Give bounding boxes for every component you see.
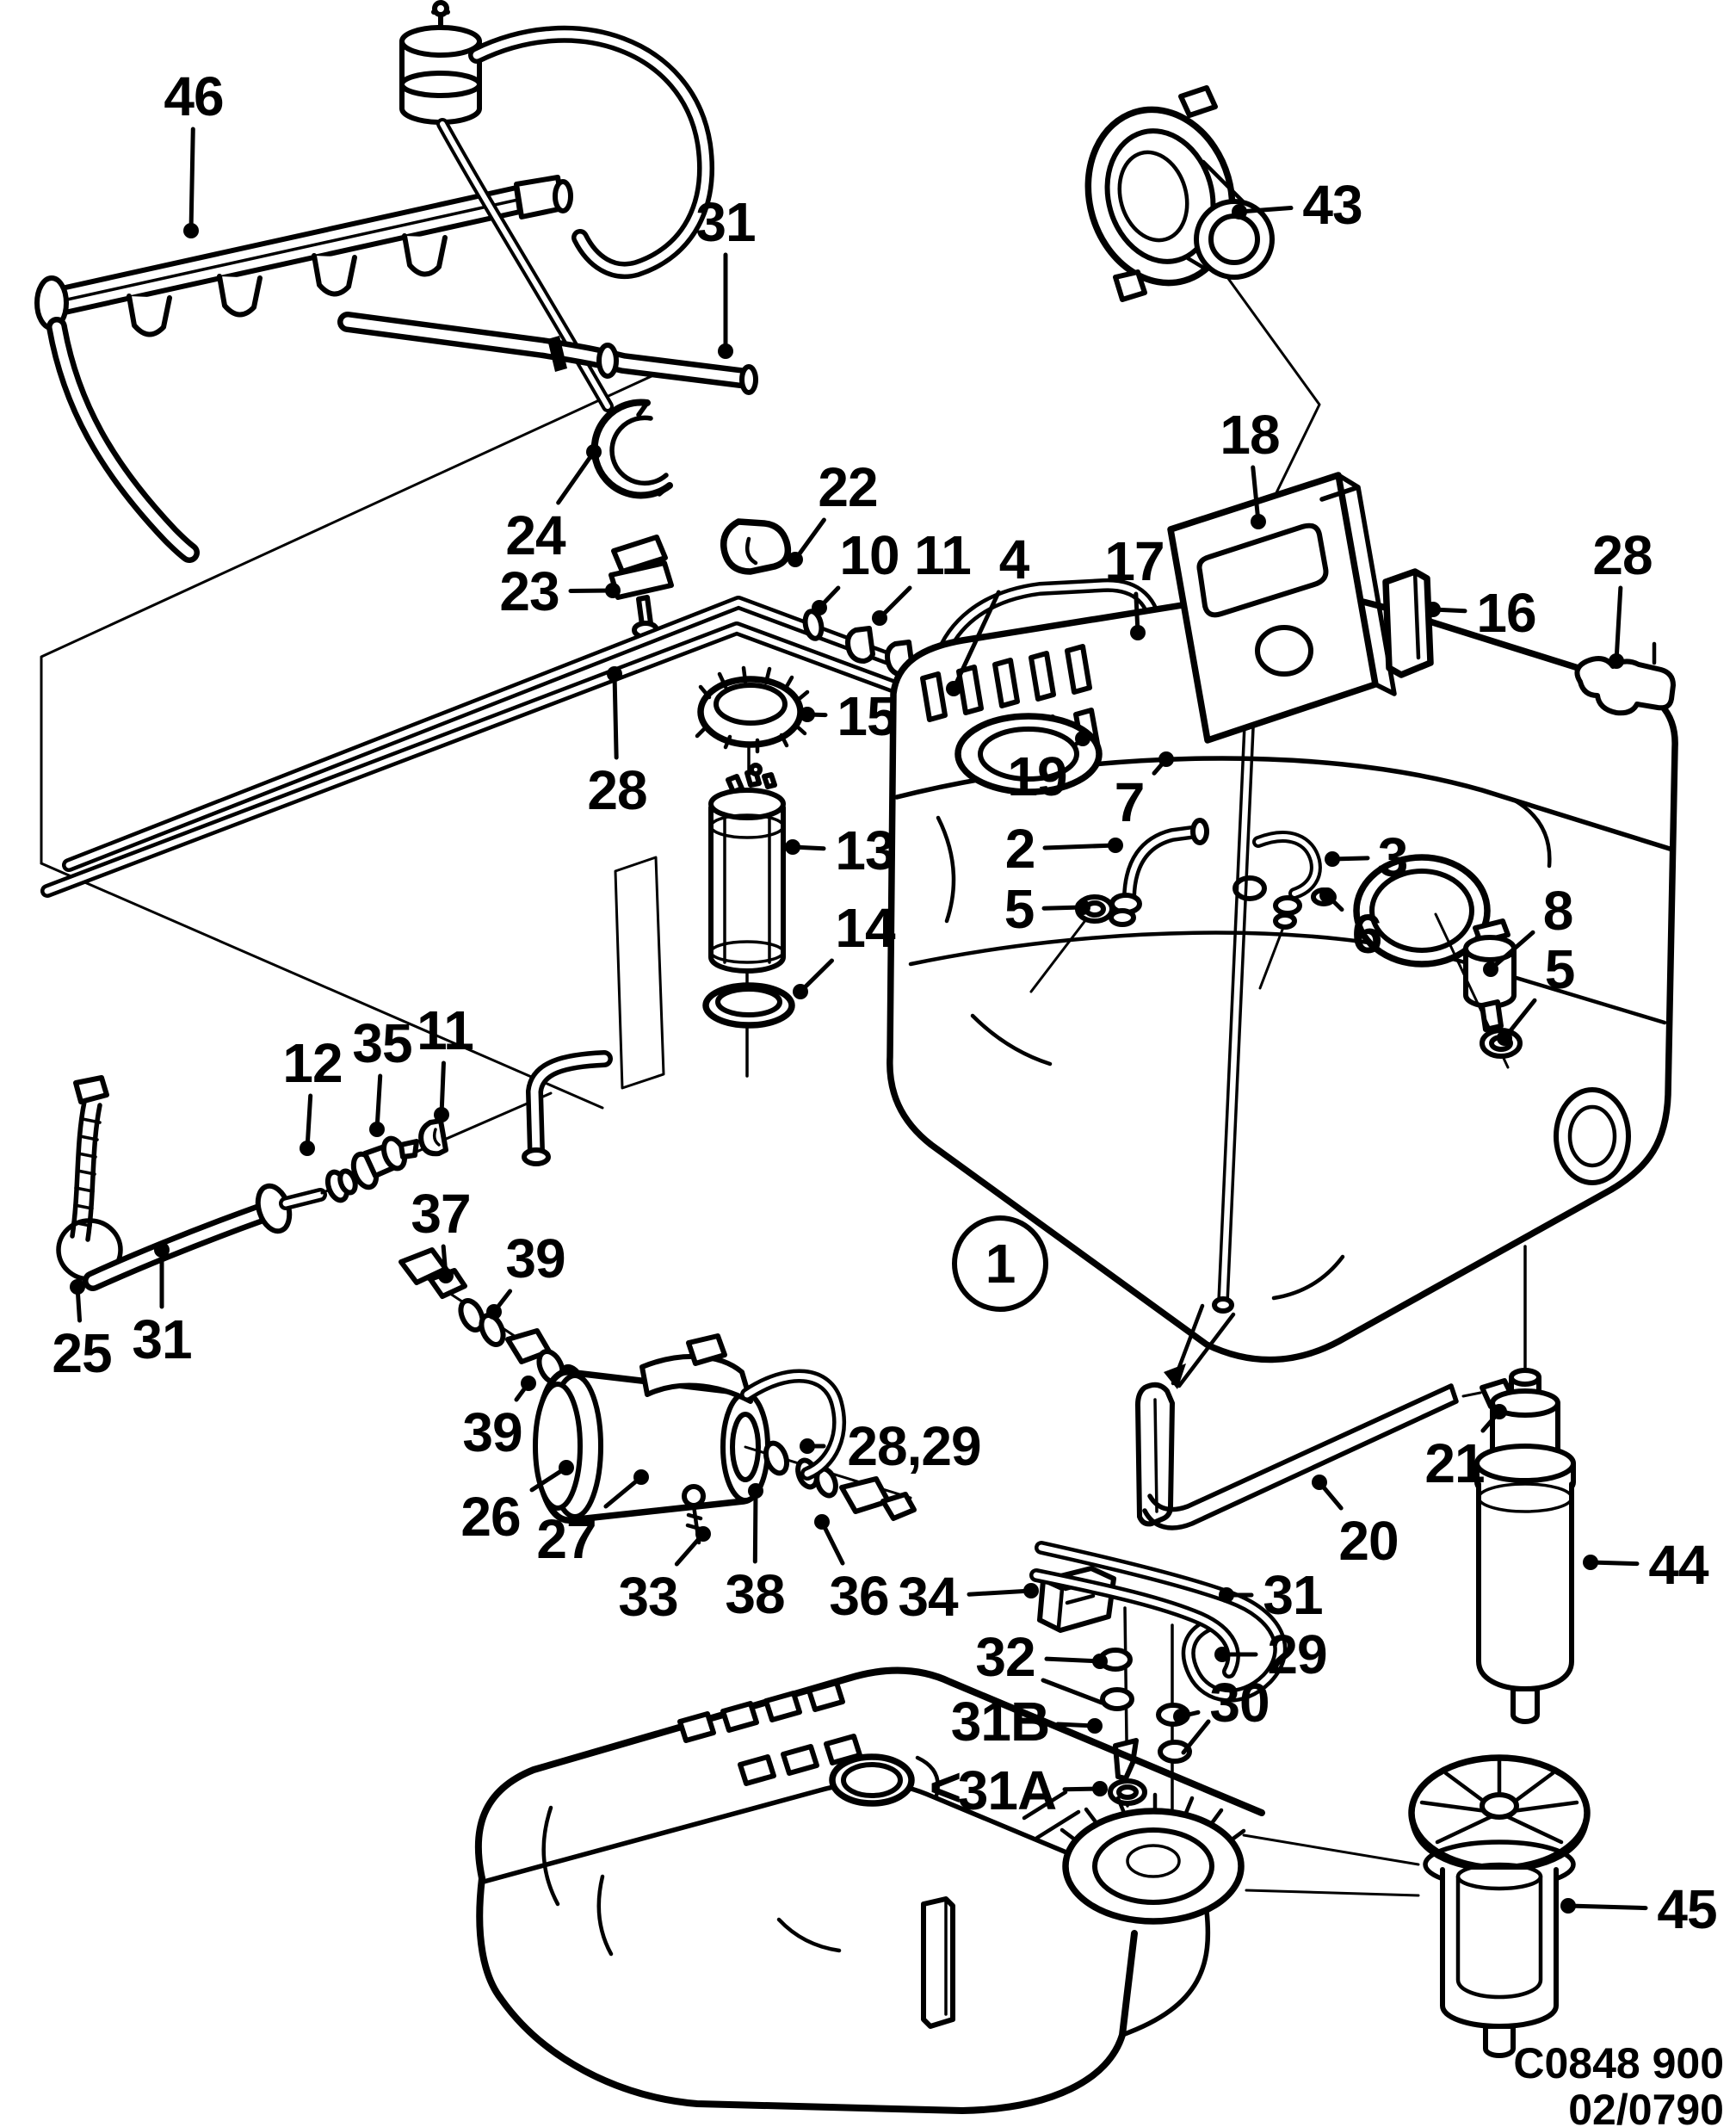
washer-12 xyxy=(324,1168,358,1203)
external-pump-44 xyxy=(1474,1245,1576,1724)
callout-arrow-31a: < xyxy=(929,1756,961,1818)
callout-35: 35 xyxy=(352,1012,412,1074)
elbow-hose-right xyxy=(522,1050,613,1166)
callout-11-left: 11 xyxy=(417,999,474,1061)
feed-hose-31 xyxy=(337,312,758,395)
callout-31B: 31B xyxy=(950,1691,1050,1753)
callout-22: 22 xyxy=(818,456,878,518)
callout-46: 46 xyxy=(164,65,224,127)
callout-15: 15 xyxy=(837,685,897,747)
callout-31A: 31A xyxy=(957,1759,1057,1821)
callout-24: 24 xyxy=(505,504,565,566)
callout-13: 13 xyxy=(835,819,895,881)
filler-housing-43 xyxy=(1084,85,1275,302)
callout-37: 37 xyxy=(411,1183,471,1245)
callout-3: 3 xyxy=(1377,826,1409,888)
callout-5-left: 5 xyxy=(1004,878,1035,940)
fuel-tank-lower xyxy=(474,1666,1420,2114)
callout-5-right: 5 xyxy=(1544,938,1576,1000)
callout-33: 33 xyxy=(618,1566,678,1628)
fuel-tank-1 xyxy=(887,589,1678,1389)
callout-11-top: 11 xyxy=(914,524,972,586)
elbow-2 xyxy=(1109,818,1209,927)
fuel-filter-26-27 xyxy=(533,1333,917,1545)
callout-28-tr: 28 xyxy=(1592,524,1653,586)
clip-22 xyxy=(720,518,792,575)
callout-39-b: 39 xyxy=(462,1401,522,1463)
fuel-rail-46 xyxy=(34,0,714,563)
callout-6: 6 xyxy=(1351,903,1383,965)
callout-21: 21 xyxy=(1424,1432,1485,1494)
callout-36: 36 xyxy=(829,1565,889,1627)
lock-ring-lower xyxy=(1060,1792,1246,1925)
callout-29: 29 xyxy=(1267,1623,1327,1685)
intank-pump-45 xyxy=(1408,1754,1591,2058)
callout-45: 45 xyxy=(1657,1878,1717,1940)
figure-code: C0848 900 xyxy=(1513,2039,1724,2087)
valve-35 xyxy=(350,1135,419,1190)
callout-32: 32 xyxy=(975,1626,1035,1688)
callout-18: 18 xyxy=(1220,404,1280,466)
callout-38: 38 xyxy=(725,1563,785,1625)
callout-20: 20 xyxy=(1338,1510,1399,1572)
callout-26: 26 xyxy=(460,1486,521,1548)
callout-8: 8 xyxy=(1542,880,1574,942)
callout-43: 43 xyxy=(1302,174,1362,236)
callout-34: 34 xyxy=(898,1566,958,1628)
pressure-regulator xyxy=(399,0,482,125)
callout-14: 14 xyxy=(835,897,895,959)
callout-44: 44 xyxy=(1648,1534,1708,1596)
callout-25: 25 xyxy=(52,1322,112,1384)
buffer-16 xyxy=(1382,568,1434,678)
callout-17: 17 xyxy=(1104,530,1165,592)
callout-27: 27 xyxy=(536,1508,596,1570)
callout-10: 10 xyxy=(839,524,899,586)
callout-31-btm: 31 xyxy=(1263,1564,1323,1626)
callout-leader-lines xyxy=(70,127,1648,1914)
clip-28-right xyxy=(1574,641,1676,716)
callout-2: 2 xyxy=(1004,818,1036,880)
callout-39-a: 39 xyxy=(505,1227,565,1289)
callout-31-top: 31 xyxy=(695,191,756,253)
callout-7: 7 xyxy=(1114,771,1146,833)
figure-revision: 02/0790 xyxy=(1568,2086,1724,2127)
callout-19: 19 xyxy=(1007,745,1067,807)
hose-bundle-31-29 xyxy=(1029,1541,1288,1703)
callout-28-left: 28 xyxy=(587,759,647,821)
clamp-24 xyxy=(590,399,673,499)
seal-14 xyxy=(702,982,795,1029)
fuel-pump-13 xyxy=(708,763,786,1078)
callout-12: 12 xyxy=(282,1032,343,1094)
callout-30: 30 xyxy=(1209,1672,1270,1734)
mounting-plate-18 xyxy=(1167,472,1397,744)
tie-strap-25 xyxy=(56,1075,123,1282)
callout-28-29: 28,29 xyxy=(847,1415,981,1477)
callout-16: 16 xyxy=(1476,582,1536,644)
callout-31-left: 31 xyxy=(132,1308,192,1370)
elbow-3 xyxy=(1252,831,1322,990)
callout-23: 23 xyxy=(499,560,559,622)
inset-boundary-lines xyxy=(40,374,665,1110)
sender-8 xyxy=(1463,918,1517,1032)
callout-1: 1 xyxy=(952,1215,1048,1312)
clip-11-left xyxy=(418,1118,448,1157)
retainer-rods-30-32 xyxy=(1098,1606,1192,1837)
callout-4: 4 xyxy=(998,529,1030,590)
